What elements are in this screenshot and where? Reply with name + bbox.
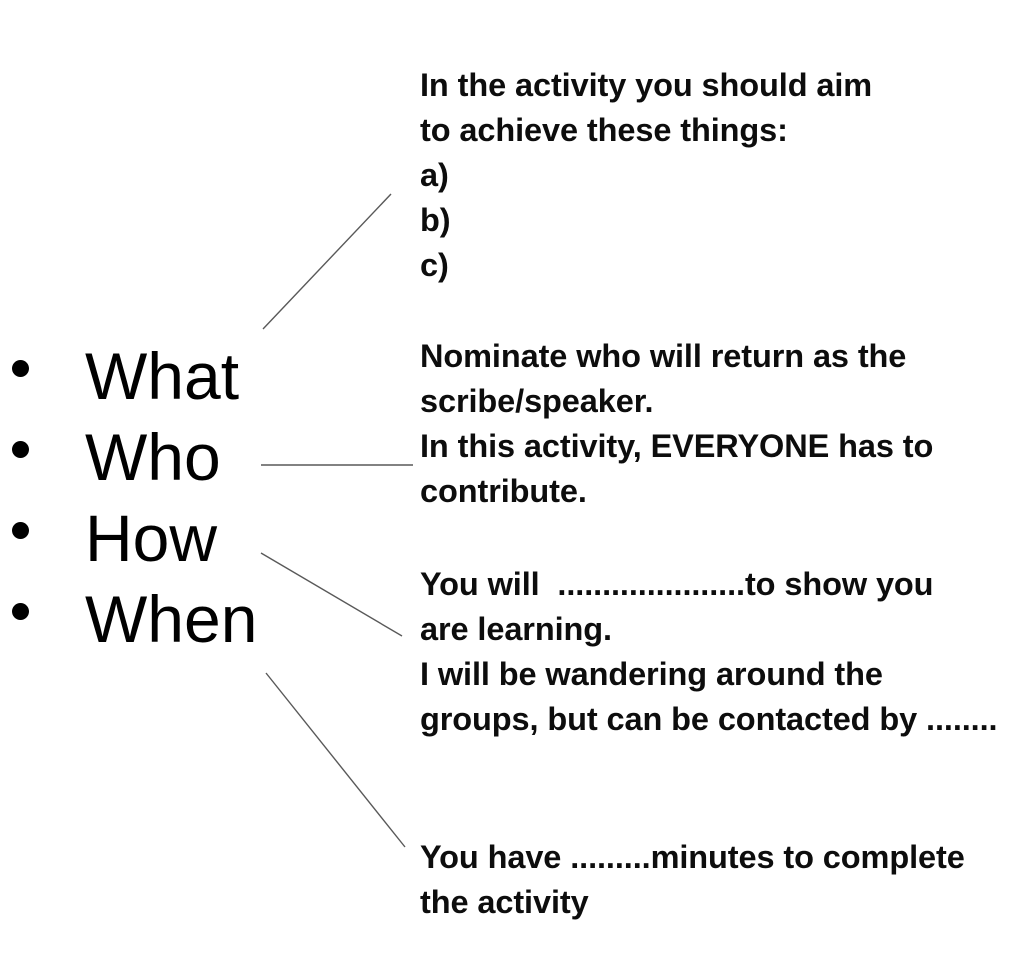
what-line-a: a) bbox=[420, 157, 449, 193]
what-connector-line bbox=[262, 193, 392, 330]
bullet-list: What Who How When bbox=[0, 340, 300, 664]
text-block-what: In the activity you should aim to achiev… bbox=[420, 63, 1020, 288]
text-block-how: You will .....................to show yo… bbox=[420, 562, 1020, 742]
bullet-item-how[interactable]: How bbox=[0, 502, 300, 583]
bullet-label-who: Who bbox=[85, 420, 221, 494]
bullet-item-when[interactable]: When bbox=[0, 583, 300, 664]
who-line-2: scribe/speaker. bbox=[420, 383, 654, 419]
what-line-c: c) bbox=[420, 247, 449, 283]
bullet-point-icon bbox=[12, 441, 29, 458]
who-line-1: Nominate who will return as the bbox=[420, 338, 907, 374]
how-line-4: groups, but can be contacted by ........ bbox=[420, 701, 998, 737]
bullet-label-how: How bbox=[85, 501, 218, 575]
who-line-4: contribute. bbox=[420, 473, 587, 509]
bullet-item-who[interactable]: Who bbox=[0, 421, 300, 502]
what-line-1: In the activity you should aim bbox=[420, 67, 873, 103]
when-connector-line bbox=[265, 672, 406, 848]
text-block-who: Nominate who will return as the scribe/s… bbox=[420, 334, 1020, 514]
bullet-point-icon bbox=[12, 603, 29, 620]
when-line-2: the activity bbox=[420, 884, 589, 920]
who-line-3: In this activity, EVERYONE has to bbox=[420, 428, 934, 464]
bullet-item-what[interactable]: What bbox=[0, 340, 300, 421]
how-line-1: You will .....................to show yo… bbox=[420, 566, 934, 602]
how-line-3: I will be wandering around the bbox=[420, 656, 883, 692]
what-line-2: to achieve these things: bbox=[420, 112, 788, 148]
bullet-point-icon bbox=[12, 522, 29, 539]
bullet-label-when: When bbox=[85, 582, 258, 656]
when-line-1: You have .........minutes to complete bbox=[420, 839, 965, 875]
text-block-when: You have .........minutes to complete th… bbox=[420, 835, 1020, 925]
how-line-2: are learning. bbox=[420, 611, 612, 647]
bullet-point-icon bbox=[12, 360, 29, 377]
what-line-b: b) bbox=[420, 202, 451, 238]
bullet-label-what: What bbox=[85, 339, 240, 413]
